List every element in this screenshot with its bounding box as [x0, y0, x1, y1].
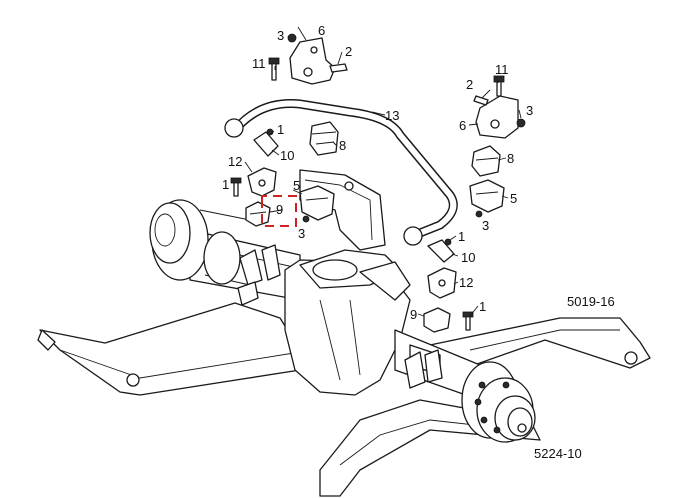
callout-3-mid: 3 — [298, 226, 305, 241]
top-right-bracket-group — [473, 75, 526, 139]
mount-bracket-6-right — [475, 95, 519, 139]
hub-studs — [474, 381, 510, 434]
callout-11-right: 11 — [495, 62, 509, 77]
bushing-8-right — [471, 145, 501, 177]
bar-end-right — [403, 226, 423, 246]
callout-2-right: 2 — [466, 77, 473, 92]
stabilizer-bar — [224, 99, 458, 246]
callout-8-right: 8 — [507, 151, 514, 166]
bar-end-left — [224, 118, 244, 138]
top-left-bracket-group — [268, 33, 348, 85]
axle-assembly — [37, 169, 651, 497]
left-spring-arm — [39, 302, 301, 396]
highlight-marker — [261, 195, 297, 227]
bolt-1-lower — [465, 315, 471, 331]
callout-3-right: 3 — [526, 103, 533, 118]
callout-3-lower: 3 — [482, 218, 489, 233]
callout-1-left: 1 — [222, 177, 229, 192]
callout-11-top: 11 — [252, 56, 266, 71]
link-10-lower — [427, 238, 455, 263]
callout-3-top: 3 — [277, 28, 284, 43]
spring-eye-left — [126, 373, 140, 387]
bolt-2-right — [473, 95, 489, 106]
callout-1-top: 1 — [277, 122, 284, 137]
bushing-8-left — [309, 121, 339, 156]
clamp-9-left — [245, 201, 271, 227]
bracket-12-left — [230, 167, 277, 197]
callout-12-left: 12 — [228, 154, 242, 169]
right-spring-arm — [429, 317, 651, 371]
leader-lines — [244, 26, 522, 317]
callout-1-mid: 1 — [458, 229, 465, 244]
callout-9-lower: 9 — [410, 307, 417, 322]
callout-8-left: 8 — [339, 138, 346, 153]
bolt-1-left — [233, 181, 239, 197]
callout-12-lower: 12 — [459, 275, 473, 290]
callout-labels: 3 6 2 11 13 1 8 10 12 1 5 9 3 11 2 3 6 8… — [222, 23, 615, 461]
callout-6-right: 6 — [459, 118, 466, 133]
nut-3-right — [516, 118, 526, 128]
callout-9-left: 9 — [276, 202, 283, 217]
callout-2-top: 2 — [345, 44, 352, 59]
callout-6-top: 6 — [318, 23, 325, 38]
callout-5-right: 5 — [510, 191, 517, 206]
bracket-12-lower — [427, 267, 457, 299]
nut-3-mid — [302, 215, 310, 223]
reference-code-b: 5224-10 — [534, 446, 582, 461]
callout-13: 13 — [385, 108, 399, 123]
bolt-11-top — [271, 61, 277, 81]
clamp-5-right — [469, 179, 505, 218]
reference-code-a: 5019-16 — [567, 294, 615, 309]
clamp-9-lower — [423, 307, 474, 333]
callout-10-top: 10 — [280, 148, 294, 163]
spring-eye-right — [624, 351, 638, 365]
callout-10-lower: 10 — [461, 250, 475, 265]
callout-1-right: 1 — [479, 299, 486, 314]
clamp-5-left — [299, 185, 335, 223]
nut-3-lower — [475, 210, 483, 218]
bolt-2-top — [329, 63, 348, 73]
callout-5-left: 5 — [293, 178, 300, 193]
mount-bracket-6 — [289, 37, 336, 85]
